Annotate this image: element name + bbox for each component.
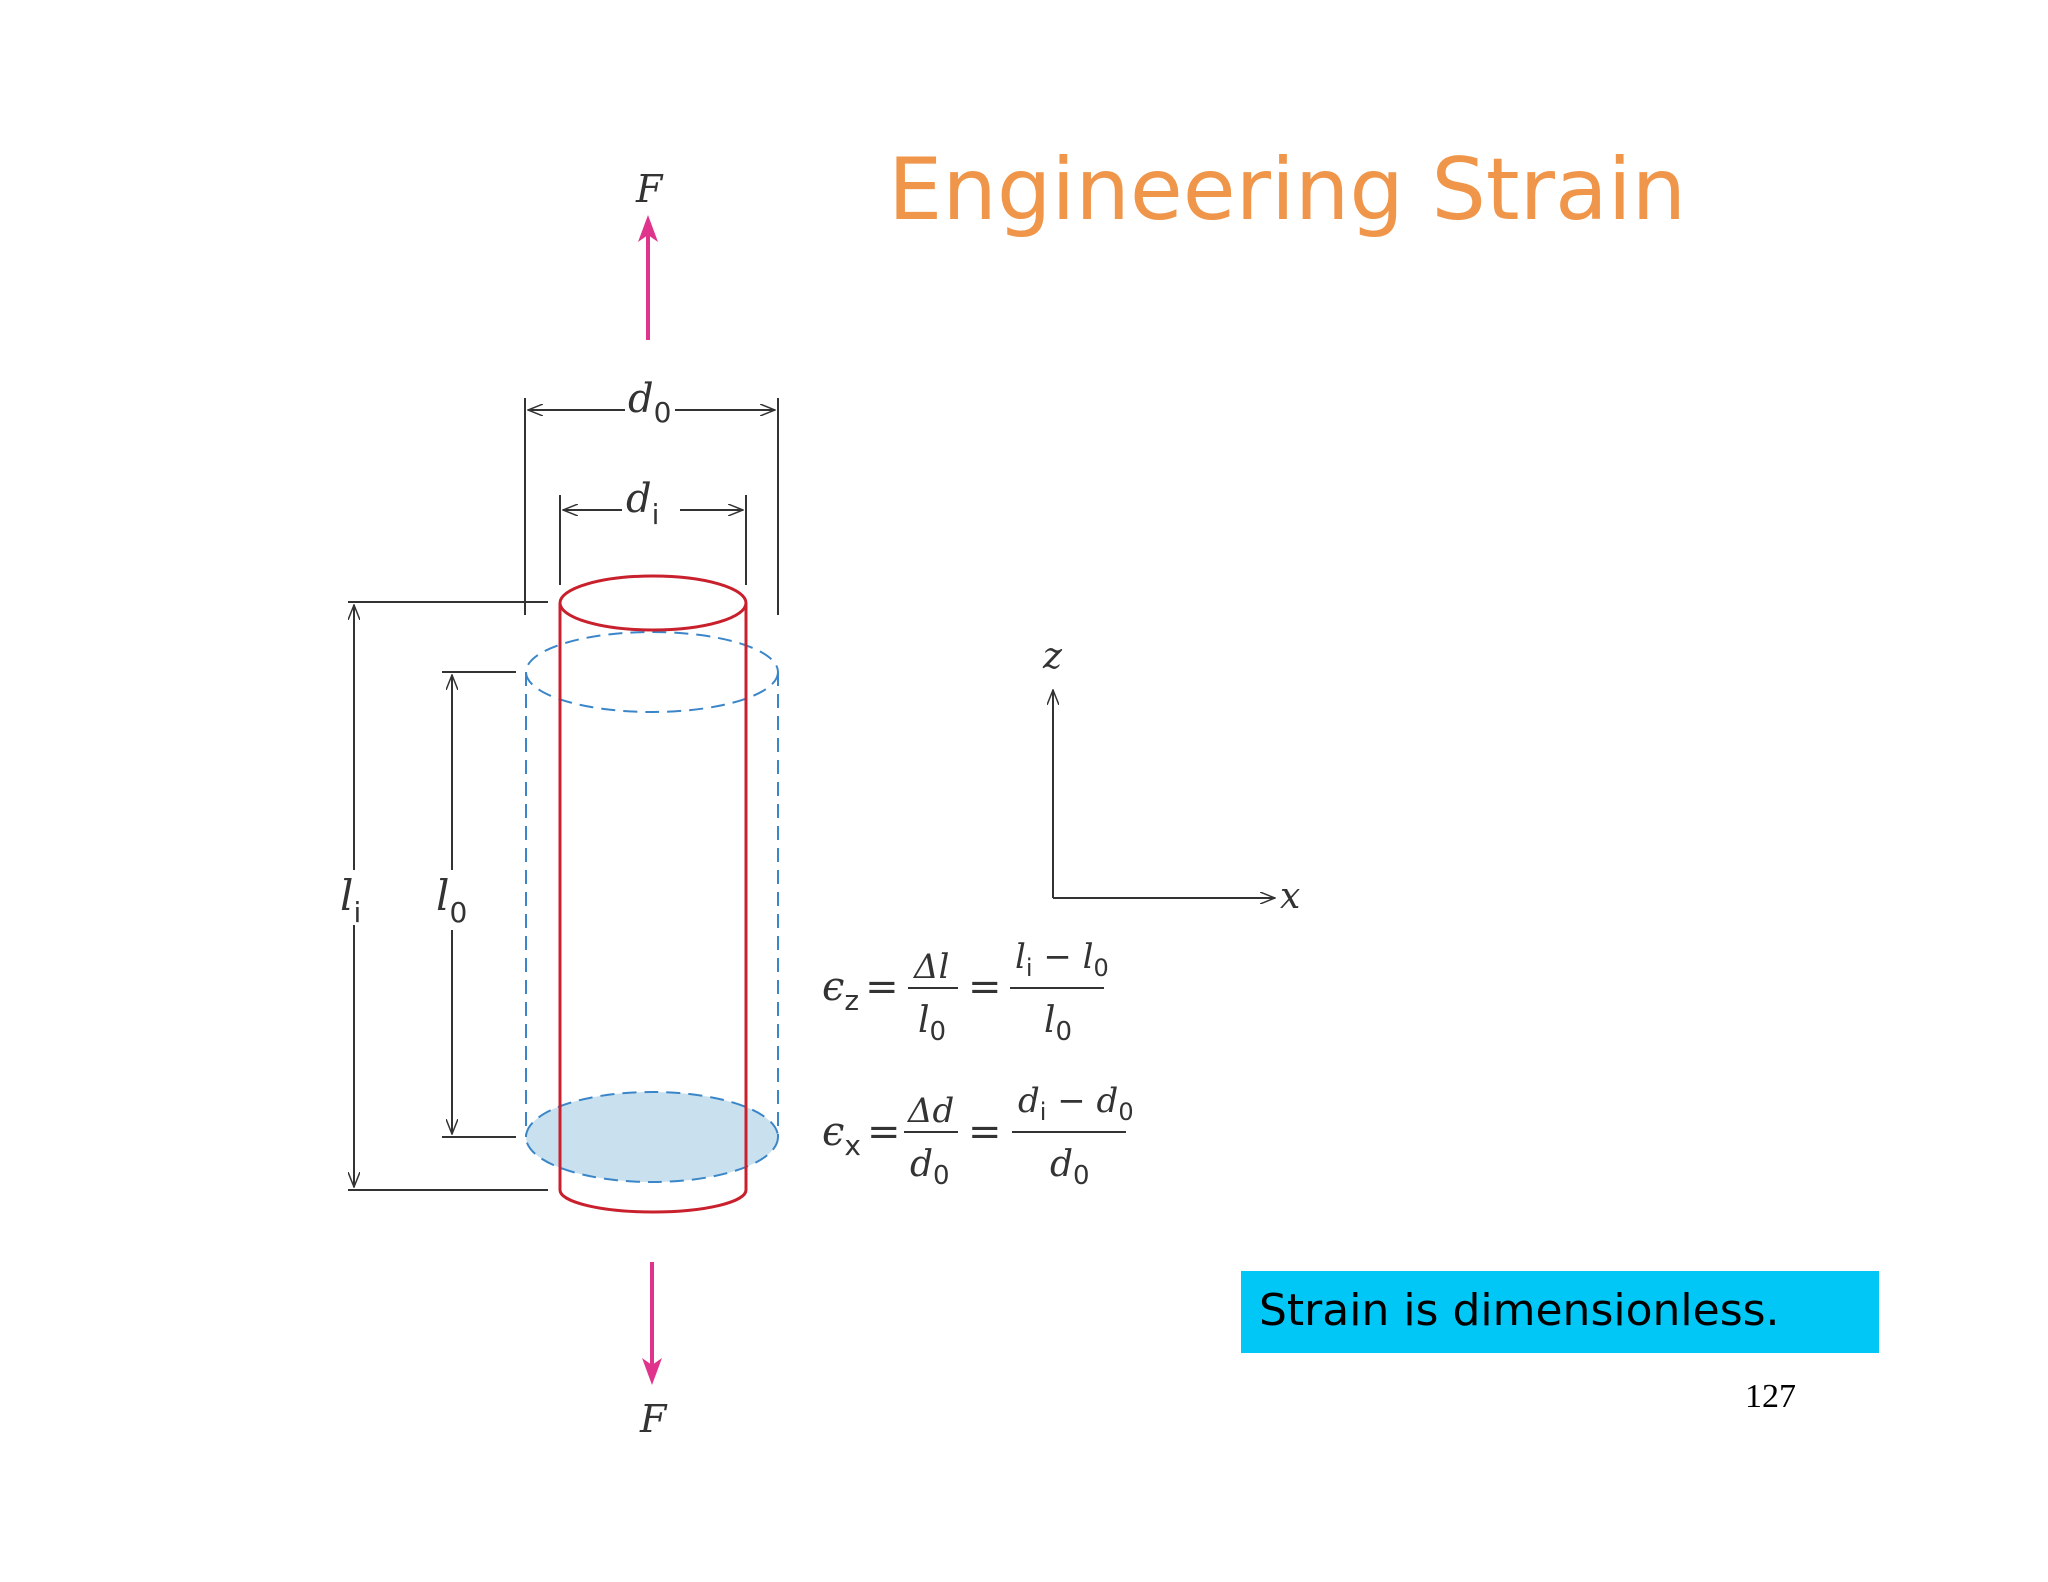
d0-dimension: [524, 398, 779, 615]
eq-x-den2: d0: [1050, 1144, 1090, 1191]
eq-z-equals2: =: [968, 964, 1002, 1010]
eq-x-den1: d0: [910, 1144, 950, 1191]
axis-z-label: z: [1042, 636, 1063, 677]
dimensionless-note: Strain is dimensionless.: [1241, 1271, 1879, 1353]
li-label: li: [340, 871, 361, 929]
eq-x-num1: Δd: [906, 1091, 954, 1131]
force-arrow-bottom: [642, 1262, 662, 1385]
equation-strain-z: ϵz= Δl l0 = li − l0 l0: [822, 937, 1109, 1047]
eq-z-lhs: ϵz=: [822, 964, 899, 1017]
force-arrow-top: [638, 215, 658, 340]
eq-x-equals2: =: [968, 1109, 1002, 1155]
l0-label: l0: [436, 871, 467, 929]
coordinate-axes: [1053, 690, 1275, 898]
axis-x-label: x: [1280, 876, 1300, 917]
eq-z-num1: Δl: [912, 947, 949, 987]
eq-x-num2: di − d0: [1018, 1081, 1134, 1126]
deformed-specimen: [558, 574, 748, 1214]
eq-x-lhs: ϵx=: [822, 1109, 901, 1162]
page-number: 127: [1745, 1378, 1796, 1415]
eq-z-den1: l0: [918, 1000, 946, 1047]
original-specimen: [525, 631, 779, 1183]
li-dimension: [348, 601, 548, 1191]
d0-label: d0: [628, 376, 671, 429]
force-label-top: F: [635, 167, 664, 211]
di-dimension: [559, 495, 747, 585]
equation-strain-x: ϵx= Δd d0 = di − d0 d0: [822, 1081, 1134, 1191]
slide-title: Engineering Strain: [888, 140, 1687, 240]
force-label-bottom: F: [639, 1397, 668, 1441]
di-label: di: [626, 476, 659, 531]
eq-z-den2: l0: [1044, 1000, 1072, 1047]
eq-z-num2: li − l0: [1015, 937, 1109, 982]
l0-dimension: [442, 671, 516, 1138]
